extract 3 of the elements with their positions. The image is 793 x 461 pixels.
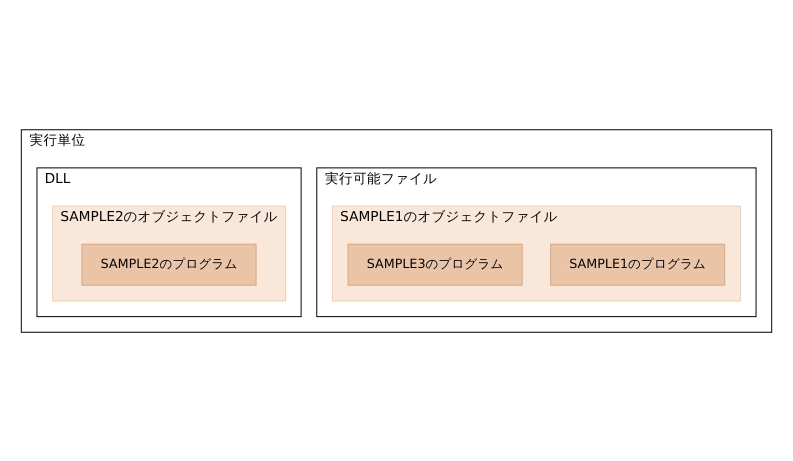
node-box: SAMPLE1のプログラム	[550, 243, 726, 286]
node-box: SAMPLE3のプログラム	[348, 243, 523, 286]
node-box: SAMPLE2のプログラム	[81, 243, 257, 286]
